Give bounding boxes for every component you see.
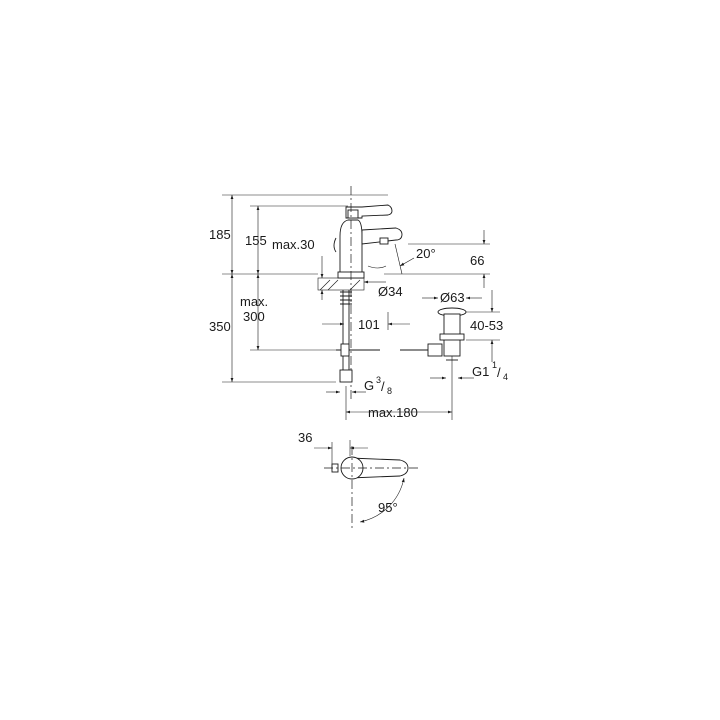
waste-lever-housing	[427, 343, 443, 357]
deck-hatch	[319, 279, 331, 291]
dim-95-label: 95°	[378, 500, 398, 515]
dim-g38-slash: /	[381, 379, 385, 394]
waste-nut	[439, 333, 465, 341]
dim-350-label: 350	[209, 319, 231, 334]
dim-g38-den: 8	[387, 386, 392, 396]
deck-hatch	[327, 279, 339, 291]
dim-20-leader	[399, 257, 415, 267]
dim-4053-label: 40-53	[470, 318, 503, 333]
deck-section	[317, 277, 365, 291]
dim-155-label: 155	[245, 233, 267, 248]
angle-arc	[367, 265, 387, 269]
dim-g38-num: 3	[376, 375, 381, 385]
plan-view: 36 95°	[298, 430, 418, 530]
hose-connector	[339, 369, 353, 383]
dim-20-label: 20°	[416, 246, 436, 261]
dim-g114-den: 4	[503, 372, 508, 382]
dim-101-label: 101	[358, 317, 380, 332]
dim-g114-num: 1	[492, 360, 497, 370]
popup-waste: Ø63 40-53 G1 1 / 4	[422, 290, 508, 382]
spout-jet-line	[394, 243, 403, 275]
dim-max30-label: max.30	[272, 237, 315, 252]
dim-36-label: 36	[298, 430, 312, 445]
rod-clip	[340, 343, 350, 357]
angle-95-arc	[359, 477, 405, 523]
dim-max180-label: max.180	[368, 405, 418, 420]
dim-g114-slash: /	[497, 365, 501, 380]
side-view: 185 155 350 max. 300 max.30	[209, 186, 490, 420]
dim-dia34-label: Ø34	[378, 284, 403, 299]
deck-hatch	[349, 279, 361, 291]
dim-max-label: max.	[240, 294, 268, 309]
thread-marks	[340, 291, 352, 305]
dim-g114-label: G1	[472, 364, 489, 379]
dim-66-label: 66	[470, 253, 484, 268]
dim-dia63-label: Ø63	[440, 290, 465, 305]
faucet-body	[333, 204, 403, 279]
dim-300-label: 300	[243, 309, 265, 324]
dim-g38-label: G	[364, 378, 374, 393]
dim-185-label: 185	[209, 227, 231, 242]
